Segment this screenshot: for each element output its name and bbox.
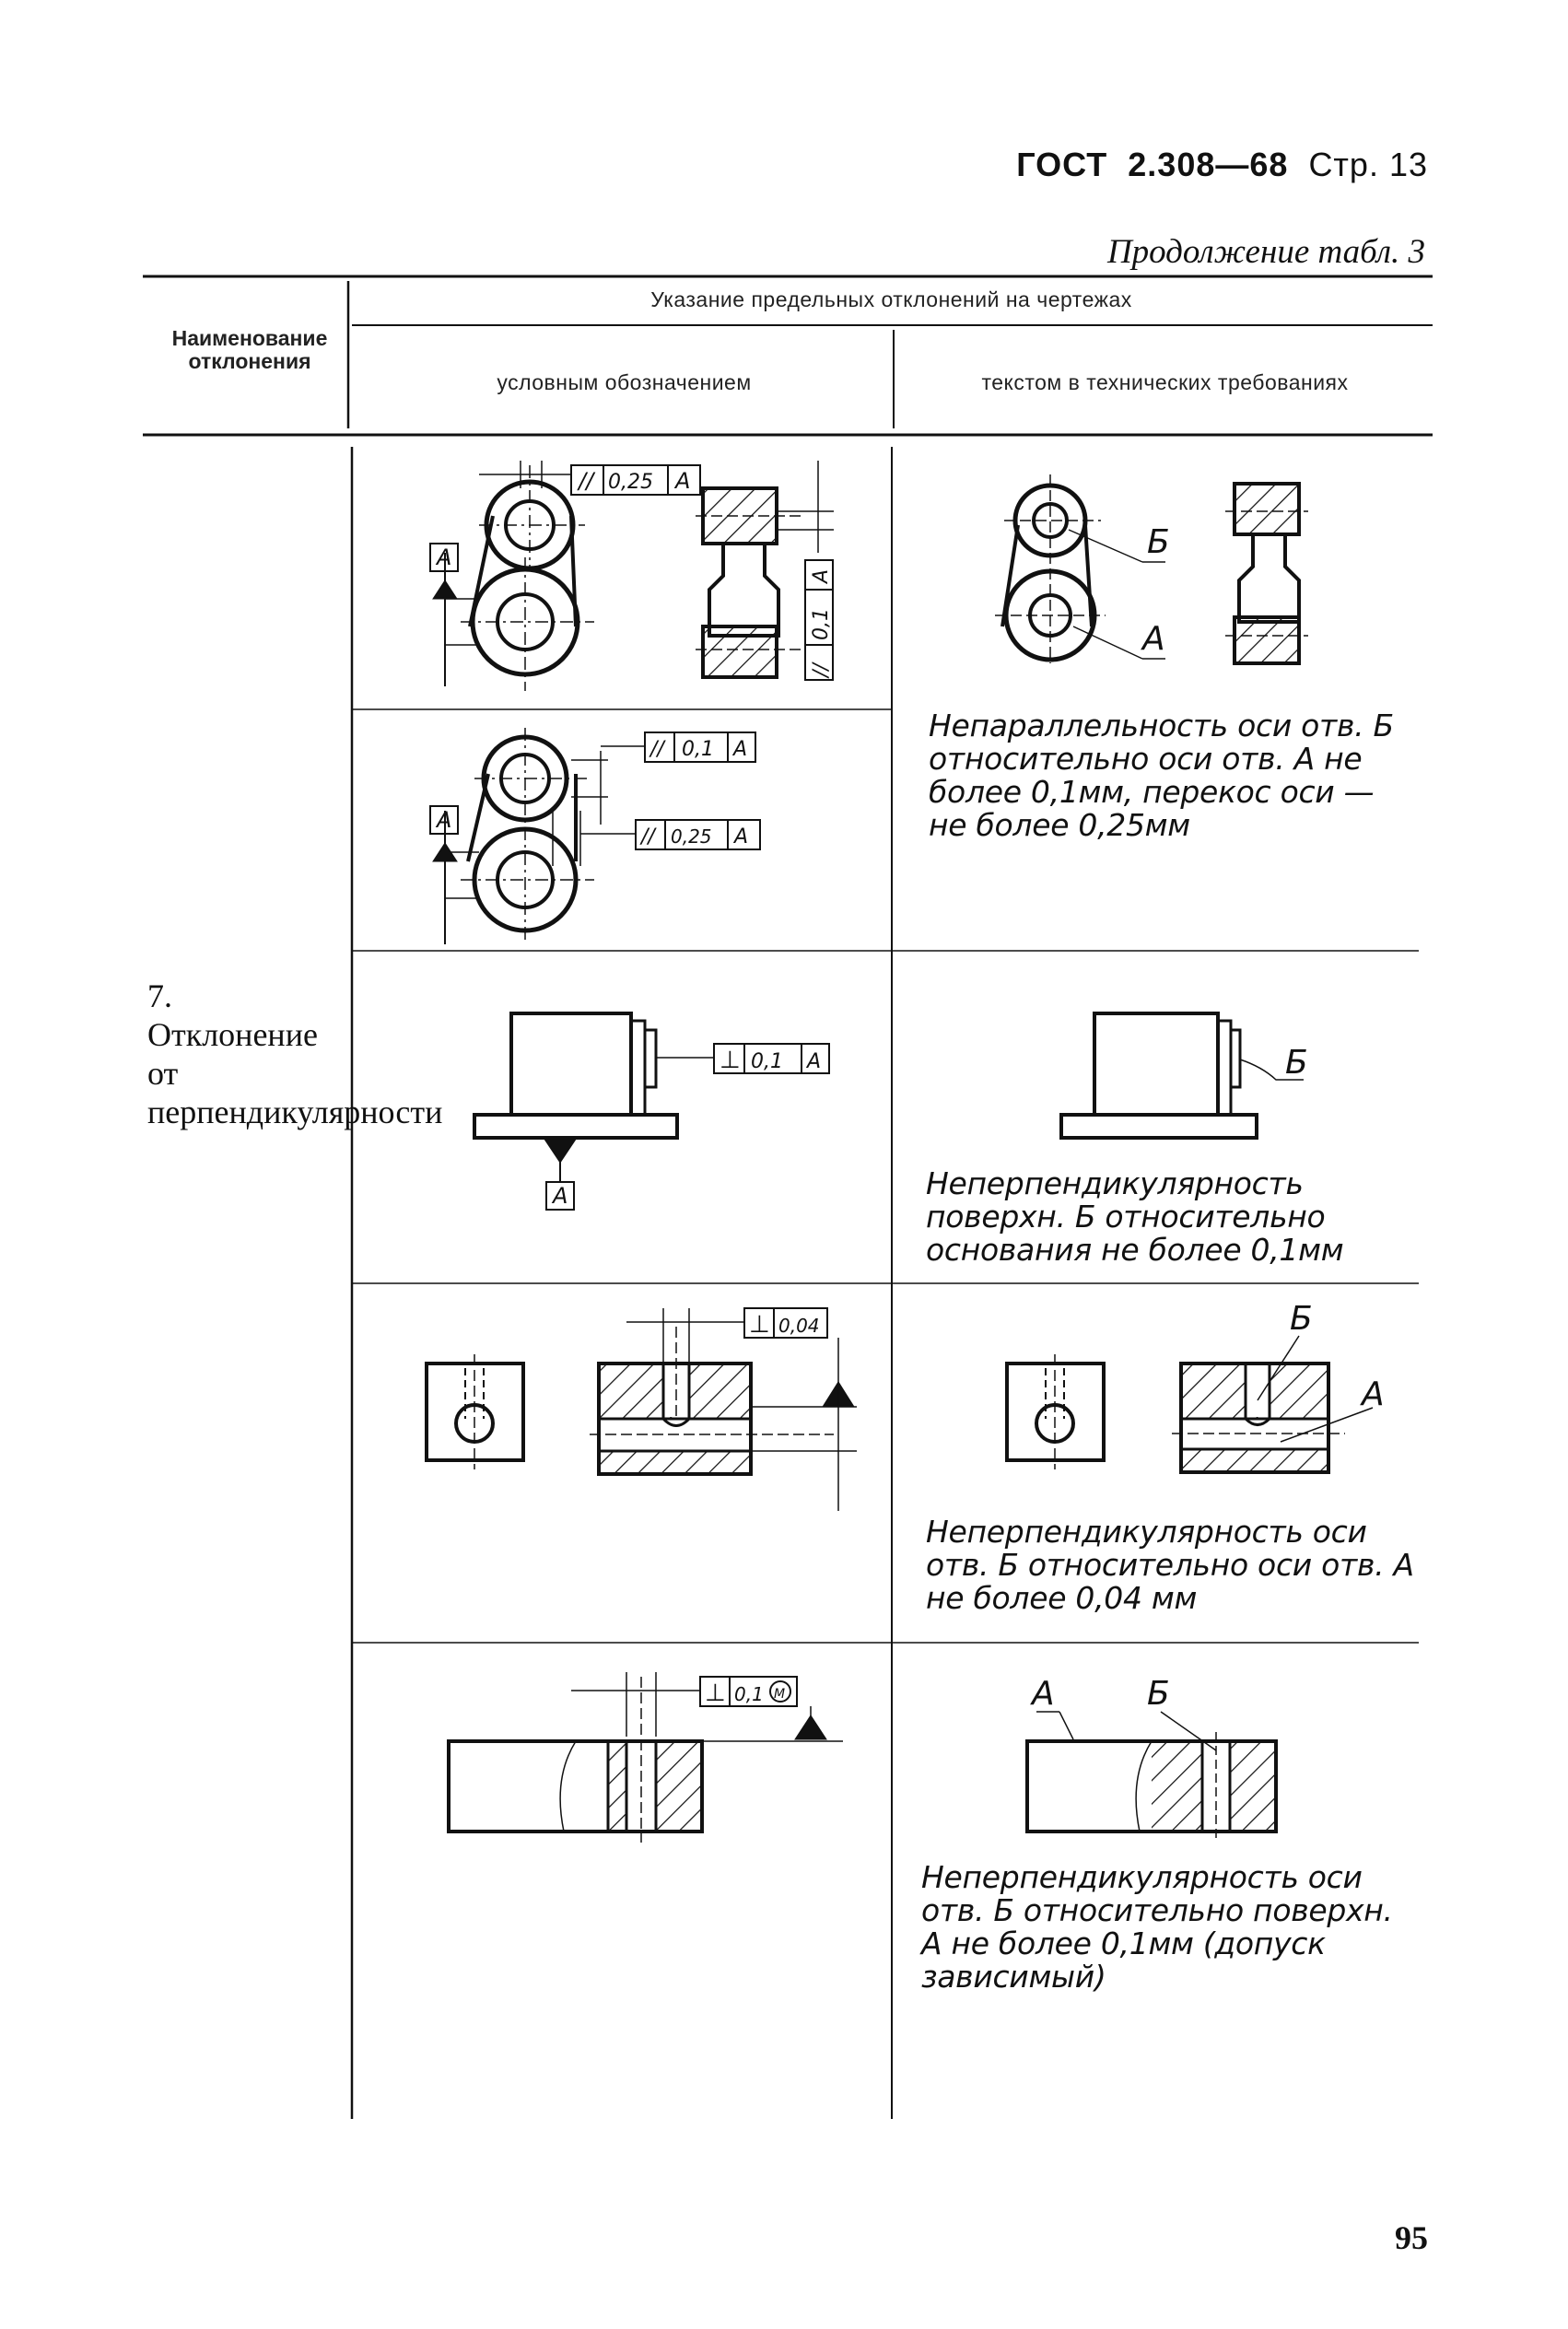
fcf-perp-symbol-3: ⊥ xyxy=(705,1679,726,1707)
fcf-parallel-01 xyxy=(644,731,756,763)
fcf-datum-4: A xyxy=(732,825,748,849)
fcf-datum-3: A xyxy=(731,738,747,761)
table-continuation: Продолжение табл. 3 xyxy=(1106,233,1425,271)
row6-drawing-2 xyxy=(444,728,645,944)
label-a-1: А xyxy=(1141,620,1165,658)
fcf-symbol-4: // xyxy=(639,825,657,849)
label-b-3: Б xyxy=(1290,1300,1313,1338)
col-symbol-header: условным обозначением xyxy=(497,370,752,394)
page-header: ГОСТ 2.308—68 Стр. 13 xyxy=(1016,146,1428,184)
row7b-text-drawing xyxy=(1005,1335,1374,1474)
fcf-value-7: 0,1 xyxy=(734,1683,764,1705)
fcf-value-3: 0,1 xyxy=(682,738,714,761)
standard-label: ГОСТ xyxy=(1016,146,1108,183)
row6-text-drawing xyxy=(995,474,1308,665)
datum-box-a-2 xyxy=(429,805,459,862)
fcf-symbol-2: // xyxy=(810,661,833,679)
fcf-datum-5: A xyxy=(805,1050,821,1073)
fcf-value-2: 0,1 xyxy=(810,608,833,640)
label-a-2: А xyxy=(1360,1375,1385,1413)
fcf-symbol-1: // xyxy=(577,468,596,494)
datum-label-a-2: A xyxy=(435,807,451,833)
label-b-2: Б xyxy=(1285,1044,1308,1082)
col-indication-header: Указание предельных отклонений на чертеж… xyxy=(650,287,1132,311)
fcf-symbol-3: // xyxy=(649,738,666,761)
fcf-datum-1: A xyxy=(673,468,690,494)
row7a-drawing xyxy=(473,1012,830,1211)
fcf-parallel-025 xyxy=(570,464,701,496)
fcf-value-5: 0,1 xyxy=(751,1050,783,1073)
label-a-3: А xyxy=(1030,1675,1055,1713)
page-ref: Стр. 13 xyxy=(1308,146,1428,183)
row6-text: Непараллельность оси отв. Б относительно… xyxy=(929,708,1394,843)
fcf-perp-symbol-2: ⊥ xyxy=(749,1311,770,1339)
row7a-text: Неперпендикулярность поверхн. Б относите… xyxy=(926,1165,1344,1268)
mmc-symbol: M xyxy=(774,1687,785,1702)
row7c-text-drawing xyxy=(1025,1711,1278,1843)
datum-label-a-1: A xyxy=(435,544,451,570)
fcf-parallel-01-vertical xyxy=(804,559,834,681)
fcf-datum-2: A xyxy=(810,569,833,585)
row7a-text-drawing xyxy=(1059,1012,1304,1140)
col-name-header: Наименование отклонения xyxy=(171,326,328,373)
page-number: 95 xyxy=(1395,2219,1428,2256)
fcf-parallel-025-b xyxy=(635,819,761,850)
row7b-drawing xyxy=(425,1307,857,1511)
standard-number: 2.308—68 xyxy=(1128,146,1289,183)
fcf-value-1: 0,25 xyxy=(608,471,653,494)
row7c-drawing xyxy=(447,1672,843,1843)
datum-label-a-3: A xyxy=(551,1183,568,1209)
fcf-value-4: 0,25 xyxy=(671,825,712,848)
row7c-text: Неперпендикулярность оси отв. Б относите… xyxy=(921,1859,1393,1995)
label-b-1: Б xyxy=(1147,523,1170,561)
label-b-4: Б xyxy=(1147,1675,1170,1713)
fcf-value-6: 0,04 xyxy=(778,1315,820,1337)
row7b-text: Неперпендикулярность оси отв. Б относите… xyxy=(926,1514,1414,1616)
col-text-header: текстом в технических требованиях xyxy=(981,370,1349,394)
datum-box-a-1 xyxy=(429,543,459,600)
fcf-perp-symbol-1: ⊥ xyxy=(720,1047,741,1074)
row6-drawing-1 xyxy=(444,461,834,691)
